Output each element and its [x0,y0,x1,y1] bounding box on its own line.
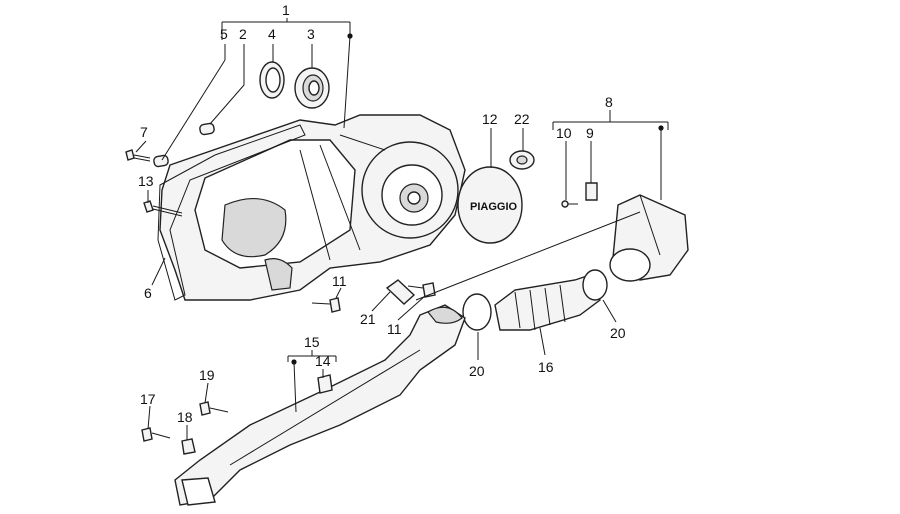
label-6: 6 [144,285,152,301]
label-16: 16 [538,359,554,375]
label-20-left: 20 [469,363,485,379]
dowel-pin-lower [153,154,169,168]
label-1: 1 [282,2,290,18]
bearing [294,67,330,109]
label-22: 22 [514,111,530,127]
label-18: 18 [177,409,193,425]
brand-text: PIAGGIO [470,201,518,213]
small-screw [561,200,578,208]
label-9: 9 [586,125,594,141]
seal-ring [259,61,285,99]
small-clip-18 [181,438,196,455]
label-12: 12 [482,111,498,127]
bolt-part-11-left [311,297,341,313]
label-19: 19 [199,367,215,383]
label-3: 3 [307,26,315,42]
label-11-left: 11 [332,273,347,289]
leader-lines [135,18,669,440]
dowel-pin-upper [199,122,215,136]
label-13: 13 [138,173,154,189]
label-15: 15 [304,334,320,350]
bolt-part-13 [143,200,183,217]
screw-17 [141,427,171,442]
duct-hose [494,274,601,331]
label-4: 4 [268,26,276,42]
cover-gasket [157,124,306,301]
small-clip-14 [317,374,333,394]
air-intake-housing [609,194,689,282]
rubber-plug [509,150,535,170]
part-labels: 1 5 2 4 3 7 13 6 11 12 22 8 10 9 21 11 2… [138,2,626,425]
crankcase-cover [159,114,466,301]
label-17: 17 [140,391,156,407]
bracket-plate [585,182,598,201]
label-10: 10 [556,125,572,141]
label-5: 5 [220,26,228,42]
label-7: 7 [140,124,148,140]
bolt-part-7 [125,149,151,162]
label-21: 21 [360,311,376,327]
label-11-right: 11 [387,321,402,337]
label-20-right: 20 [610,325,626,341]
hose-clamp-right [582,269,608,301]
piaggio-badge-cover: PIAGGIO [457,166,523,244]
retaining-clip [385,279,416,305]
label-8: 8 [605,94,613,110]
hose-clamp-left [462,293,492,331]
long-air-duct [174,304,466,506]
screw-19 [199,401,229,416]
label-14: 14 [315,353,331,369]
label-2: 2 [239,26,247,42]
